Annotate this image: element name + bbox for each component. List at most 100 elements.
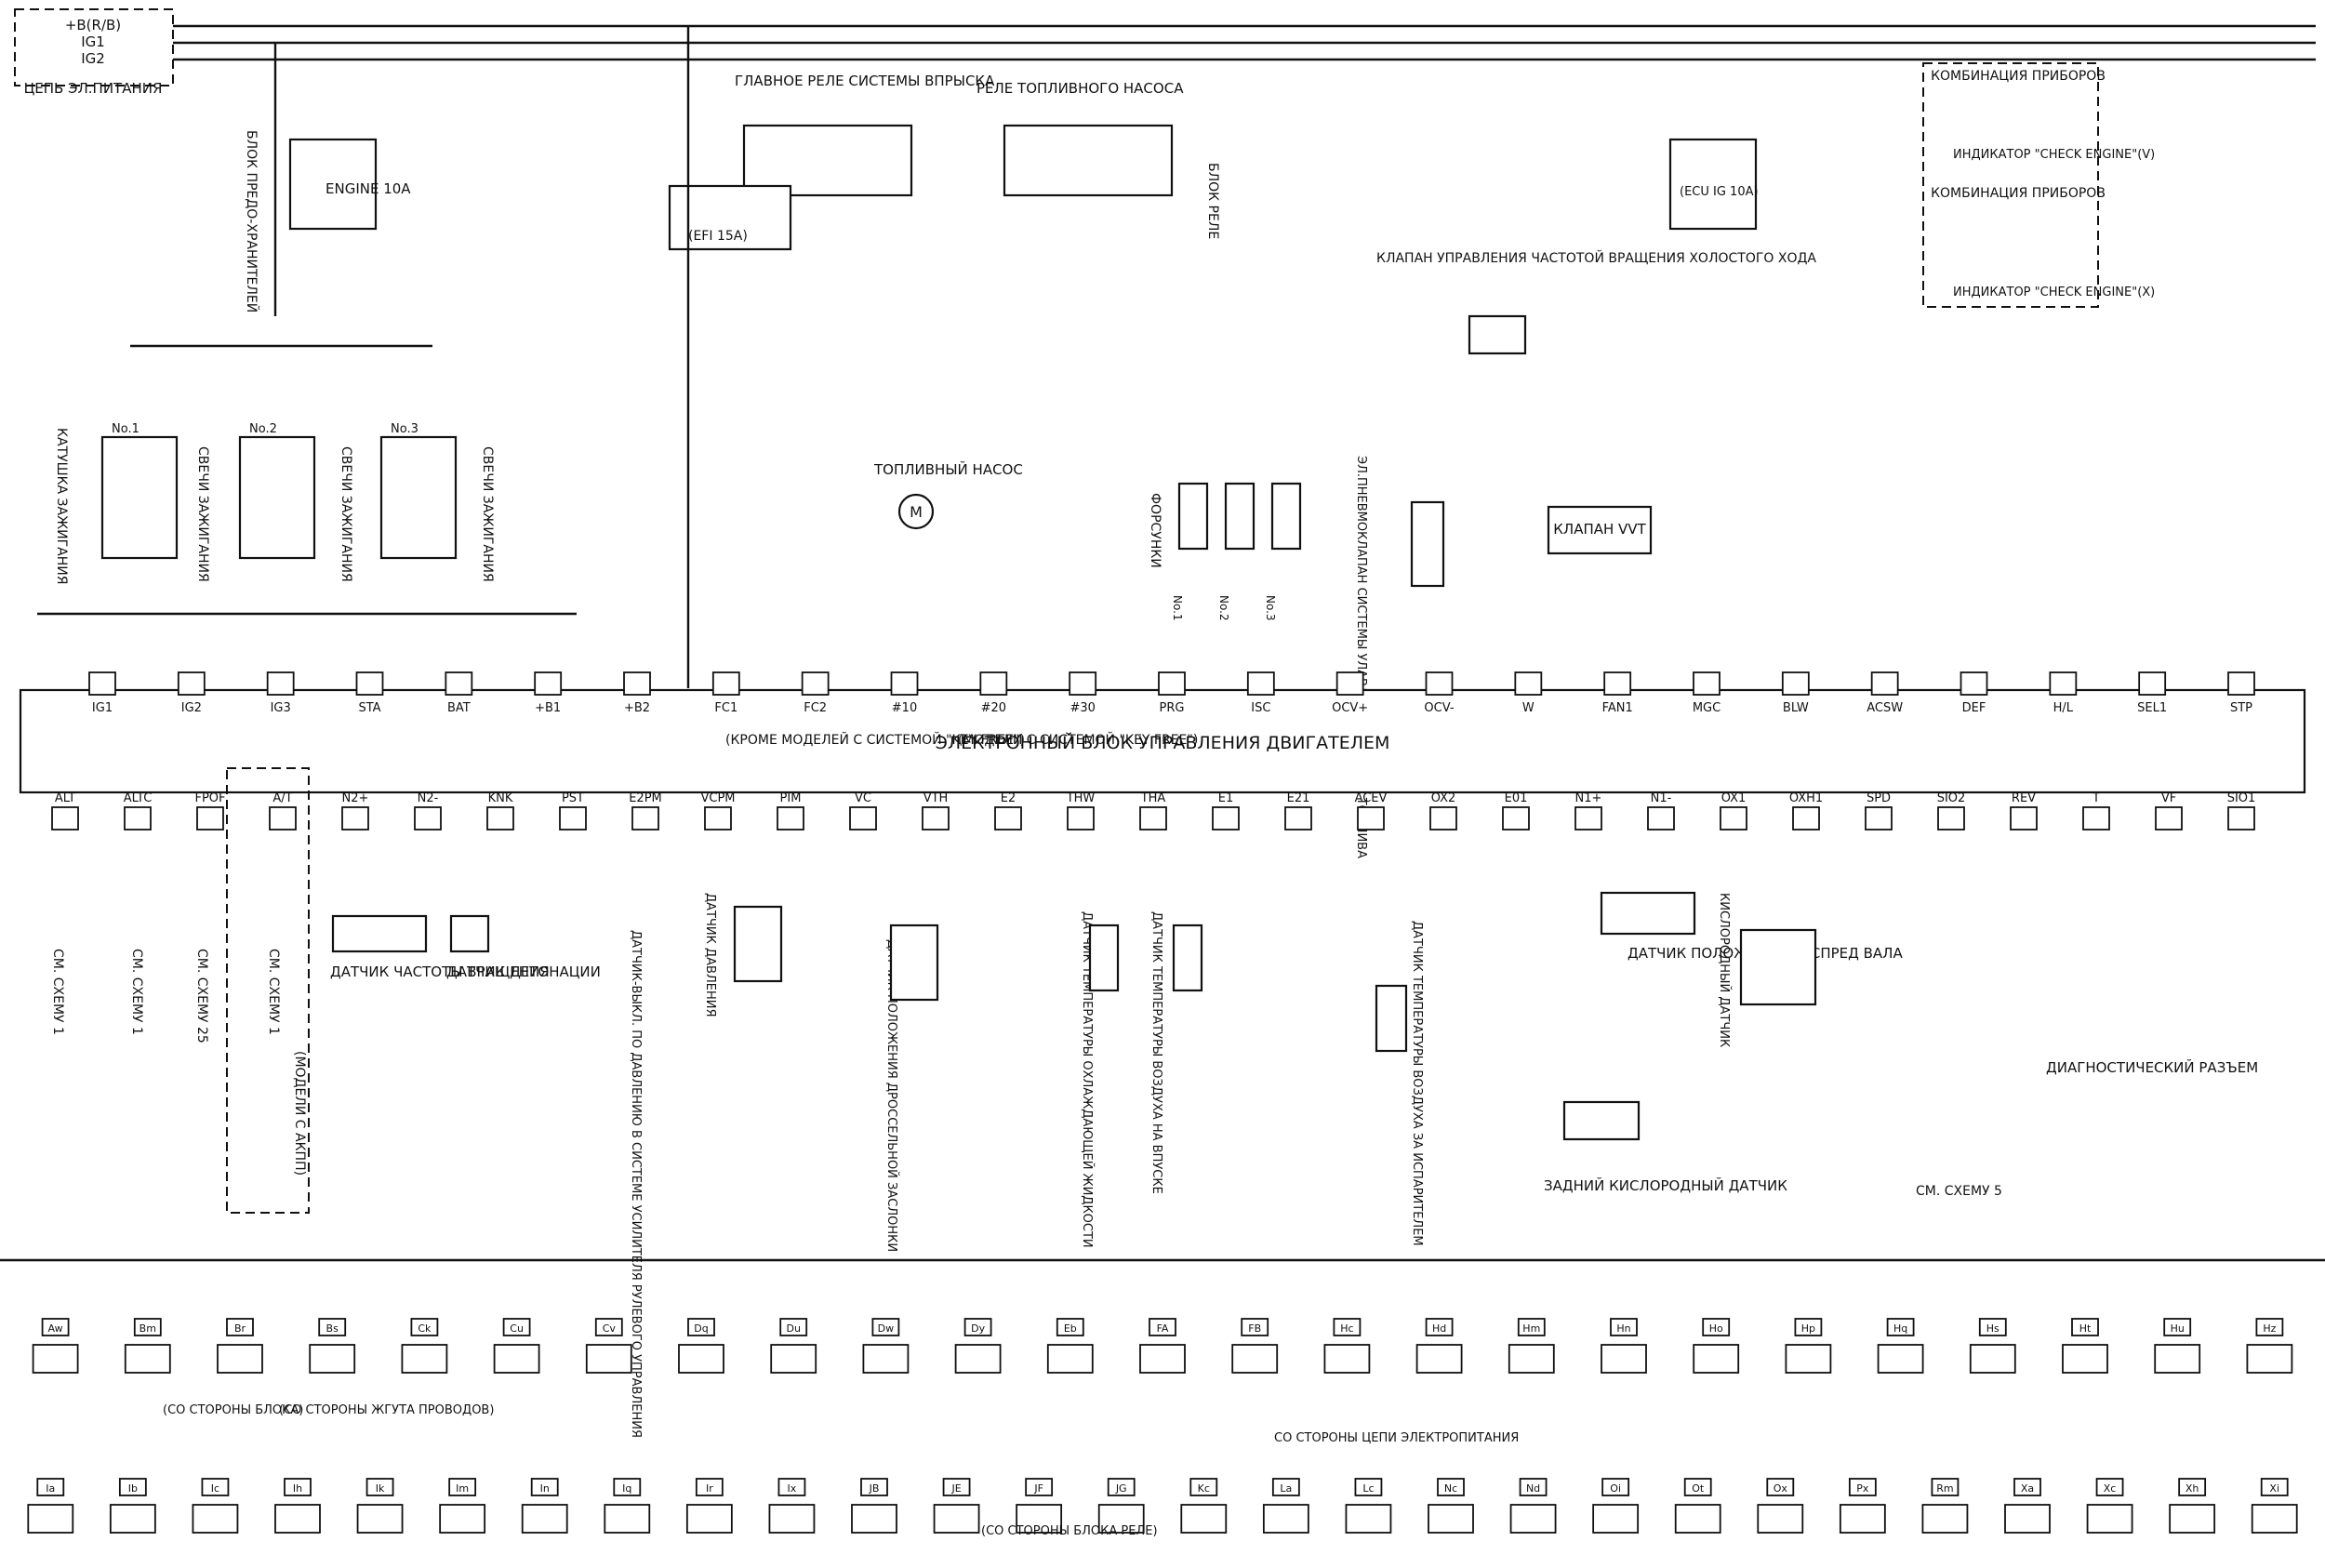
throttle-sensor [889,924,939,1002]
ecu-top-pin-10: #20 [979,671,1008,715]
ecu-bottom-pin-29: VF [2155,791,2183,831]
connector-face [1508,1344,1555,1374]
ecu-top-pin-5: +B1 [534,671,563,715]
connector-ox: Ox [1757,1478,1804,1534]
ecu-bottom-pin-11: VC [849,791,877,831]
ecu-bottom-pin-label: T [2092,791,2100,805]
ecu-bottom-pin-label: OX2 [1431,791,1456,805]
connector-cu: Cu [493,1318,540,1374]
connector-code: Ot [1692,1482,1705,1495]
connector-xc: Xc [2086,1478,2133,1534]
ecu-bottom-pin-17: E21 [1284,791,1312,831]
injector-2 [1224,482,1256,551]
ecu-top-pin-label: OCV- [1424,701,1454,715]
connector-face [1415,1344,1463,1374]
connector-face [1839,1504,1886,1534]
ecu-bottom-pin-label: E1 [1218,791,1234,805]
connector-face [2246,1344,2293,1374]
ecu-bottom-pin-label: SPD [1867,791,1891,805]
connector-code: Ic [211,1482,219,1495]
ecu-bottom-pin-label: VTH [923,791,949,805]
ecu-top-pin-label: #10 [892,701,917,715]
pump-relay-label: РЕЛЕ ТОПЛИВНОГО НАСОСА [976,80,1184,97]
power-ig1: IG1 [81,33,105,50]
fuse-efi [668,184,792,251]
connector-code: Xh [2186,1482,2199,1495]
connector-xa: Xa [2004,1478,2051,1534]
connector-hu: Hu [2154,1318,2201,1374]
ecu-top-pin-19: BLW [1781,671,1810,715]
isc-valve [1468,314,1527,355]
injector-no-3: No.3 [1264,595,1277,621]
ecu-top-pin-18: MGC [1693,671,1720,715]
injector-3 [1270,482,1302,551]
ecu-bottom-pin-label: E01 [1505,791,1528,805]
knock-sensor-label: ДАТЧИК ДЕТОНАЦИИ [446,963,601,980]
connector-face [1969,1344,2016,1374]
connector-face [933,1504,980,1534]
ecu-body [19,688,2306,794]
key-free-no-label: (КРОМЕ МОДЕЛЕЙ С СИСТЕМОЙ "KEY FREE") [725,731,1025,748]
note-harness-side: (СО СТОРОНЫ ЖГУТА ПРОВОДОВ) [279,1403,494,1417]
ecu-bottom-pin-label: FPOF [194,791,225,805]
connector-hs: Hs [1969,1318,2016,1374]
speed-sensor-label: ДАТЧИК ЧАСТОТЫ ВРАЩЕНИЯ [330,963,550,980]
ecu-bottom-pin-1: ALTC [124,791,153,831]
coil-1 [100,435,179,560]
connector-ib: Ib [109,1478,156,1534]
connector-code: Bs [326,1322,339,1335]
connector-code: Kc [1198,1482,1210,1495]
ecu-bottom-pin-23: OX1 [1720,791,1747,831]
ecu-top-pin-label: ACSW [1867,701,1903,715]
ecu-top-pin-0: IG1 [88,671,116,715]
connector-face [2086,1504,2133,1534]
coil-label: КАТУШКА ЗАЖИГАНИЯ [54,428,69,585]
connector-face [356,1504,404,1534]
connector-code: Ik [376,1482,385,1495]
connector-dw: Dw [862,1318,910,1374]
fuse-ecu-ig [1668,138,1758,231]
connector-code: Cu [510,1322,524,1335]
connector-face [851,1504,897,1534]
ecu-bottom-pin-25: SPD [1865,791,1893,831]
connector-lc: Lc [1345,1478,1392,1534]
relay-block-label: БЛОК РЕЛЕ [1205,163,1220,239]
fuse-engine [288,138,378,231]
connector-code: Hd [1432,1322,1446,1335]
o2-sensor [1739,928,1817,1006]
connector-code: Aw [48,1322,63,1335]
connector-face [1674,1504,1721,1534]
connector-face [770,1344,817,1374]
connector-xi: Xi [2251,1478,2298,1534]
connector-ih: Ih [274,1478,321,1534]
connector-face [2251,1504,2298,1534]
ecu-top-pin-1: IG2 [177,671,206,715]
key-free-yes-label: (МОДЕЛИ С СИСТЕМОЙ "KEY FREE") [958,731,1198,748]
connector-face [1046,1344,1094,1374]
connector-code: La [1280,1482,1292,1495]
connector-code: Cv [603,1322,617,1335]
injectors-label: ФОРСУНКИ [1148,493,1162,568]
power-supply-section: +B(R/B) IG1 IG2 ЦЕПЬ ЭЛ.ПИТАНИЯ [14,8,2316,97]
connector-face [1877,1344,1924,1374]
connector-code: Nc [1444,1482,1457,1495]
ecu-top-pin-23: SEL1 [2137,671,2167,715]
intake-sensor-label: ДАТЧИК ТЕМПЕРАТУРЫ ВОЗДУХА НА ВПУСКЕ [1149,911,1163,1194]
evap-temp-sensor [1375,984,1408,1053]
connector-dq: Dq [678,1318,724,1374]
connector-code: Ck [418,1322,432,1335]
coil-3 [379,435,458,560]
ecu-top-pin-label: STP [2230,701,2252,715]
ecu-top-pin-label: FC2 [804,701,827,715]
connector-face [1231,1344,1279,1374]
connector-face [274,1504,321,1534]
ecu-bottom-pin-label: ALTC [124,791,153,805]
ecu-bottom-pin-7: PST [559,791,587,831]
ecu-bottom-pin-0: ALT [51,791,79,831]
check-engine-v: ИНДИКАТОР "CHECK ENGINE"(V) [1953,148,2155,162]
note-relay-side: (СО СТОРОНЫ БЛОКА РЕЛЕ) [981,1524,1158,1538]
throttle-sensor-label: ДАТЧИК ПОЛОЖЕНИЯ ДРОССЕЛЬНОЙ ЗАСЛОНКИ [884,939,899,1252]
connector-face [1262,1504,1309,1534]
